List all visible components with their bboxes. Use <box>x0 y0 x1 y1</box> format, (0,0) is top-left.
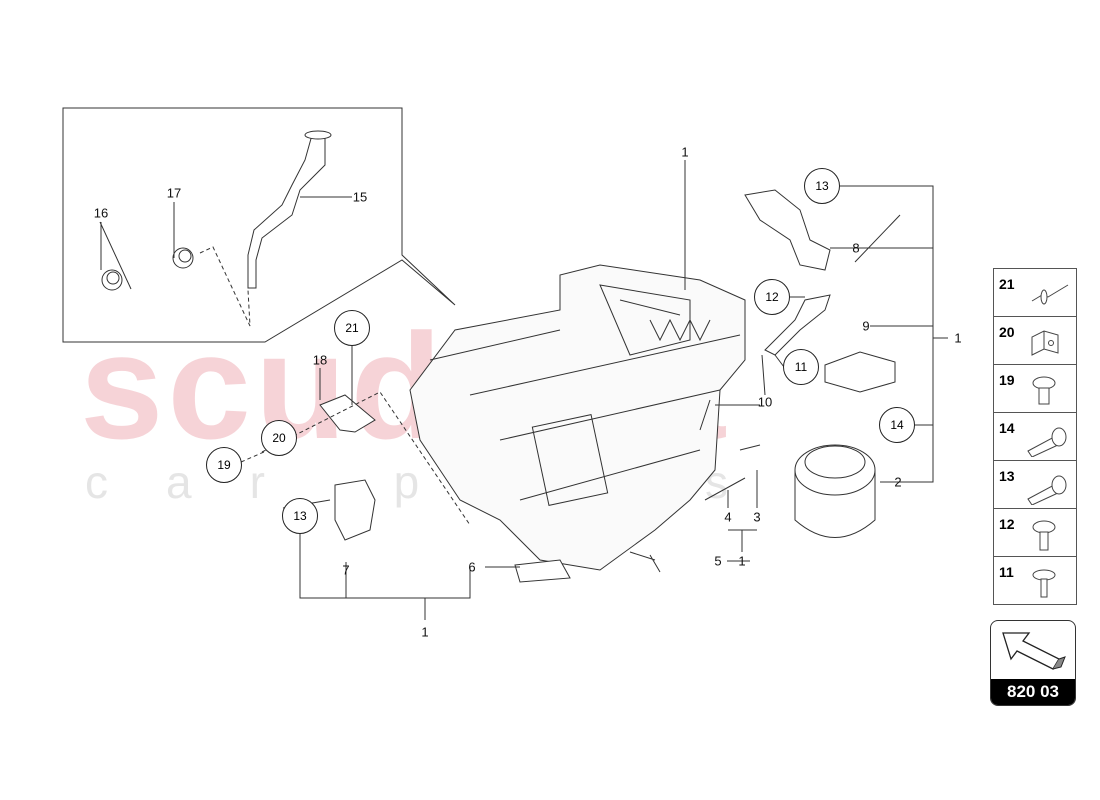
hardware-item[interactable]: 12 <box>994 509 1076 557</box>
hardware-item[interactable]: 21 <box>994 269 1076 317</box>
hardware-item[interactable]: 19 <box>994 365 1076 413</box>
hardware-item[interactable]: 14 <box>994 413 1076 461</box>
circled-callout[interactable]: 19 <box>206 447 242 483</box>
item-number: 21 <box>999 276 1015 292</box>
rivet-icon <box>1031 284 1069 305</box>
flange-screw-icon <box>1032 376 1056 405</box>
sensor-6 <box>514 559 571 583</box>
flange-screw-icon <box>1032 569 1056 598</box>
hex-bolt-icon <box>1027 427 1067 457</box>
callout-label[interactable]: 15 <box>352 189 368 205</box>
item-number: 13 <box>999 468 1015 484</box>
bracket-10 <box>764 294 831 356</box>
circled-callout[interactable]: 14 <box>879 407 915 443</box>
callout-label[interactable]: 6 <box>468 559 476 575</box>
inset-frame <box>62 107 456 343</box>
flange-screw-icon <box>1032 520 1056 551</box>
item-number: 19 <box>999 372 1015 388</box>
callout-label[interactable]: 1 <box>954 330 962 346</box>
callout-label[interactable]: 2 <box>894 474 902 490</box>
circled-callout[interactable]: 13 <box>804 168 840 204</box>
hardware-item[interactable]: 11 <box>994 557 1076 604</box>
hose-15 <box>247 134 326 289</box>
circled-callout[interactable]: 13 <box>282 498 318 534</box>
blower-motor <box>794 444 876 496</box>
item-number: 12 <box>999 516 1015 532</box>
circled-callout[interactable]: 12 <box>754 279 790 315</box>
callout-label[interactable]: 17 <box>166 185 182 201</box>
callout-label[interactable]: 3 <box>753 509 761 525</box>
item-number: 11 <box>999 564 1014 580</box>
resistor-9 <box>824 351 896 393</box>
circled-callout[interactable]: 21 <box>334 310 370 346</box>
clip-nut-icon <box>1031 330 1059 356</box>
callout-label[interactable]: 8 <box>852 240 860 256</box>
callout-label[interactable]: 1 <box>738 553 746 569</box>
callout-label[interactable]: 1 <box>681 144 689 160</box>
bracket-18 <box>319 394 376 433</box>
item-number: 14 <box>999 420 1015 436</box>
callout-label[interactable]: 7 <box>342 562 350 578</box>
callout-label[interactable]: 4 <box>724 509 732 525</box>
hex-bolt-icon <box>1027 475 1067 505</box>
page-code: 820 03 <box>991 679 1075 705</box>
hardware-panel: 21 20 19 14 13 12 11 <box>993 268 1077 605</box>
callout-label[interactable]: 10 <box>757 394 773 410</box>
callout-label[interactable]: 1 <box>421 624 429 640</box>
item-number: 20 <box>999 324 1015 340</box>
circled-callout[interactable]: 20 <box>261 420 297 456</box>
actuator-7 <box>334 479 376 541</box>
sensor-4 <box>704 444 761 501</box>
circled-callout[interactable]: 11 <box>783 349 819 385</box>
hardware-item[interactable]: 13 <box>994 461 1076 509</box>
callout-label[interactable]: 18 <box>312 352 328 368</box>
callout-label[interactable]: 5 <box>714 553 722 569</box>
hardware-item[interactable]: 20 <box>994 317 1076 365</box>
actuator-8 <box>744 189 831 271</box>
arrow-icon <box>1002 632 1066 670</box>
callout-label[interactable]: 9 <box>862 318 870 334</box>
page-nav-button[interactable]: 820 03 <box>990 620 1076 706</box>
callout-label[interactable]: 16 <box>93 205 109 221</box>
sensor-5 <box>629 551 661 573</box>
